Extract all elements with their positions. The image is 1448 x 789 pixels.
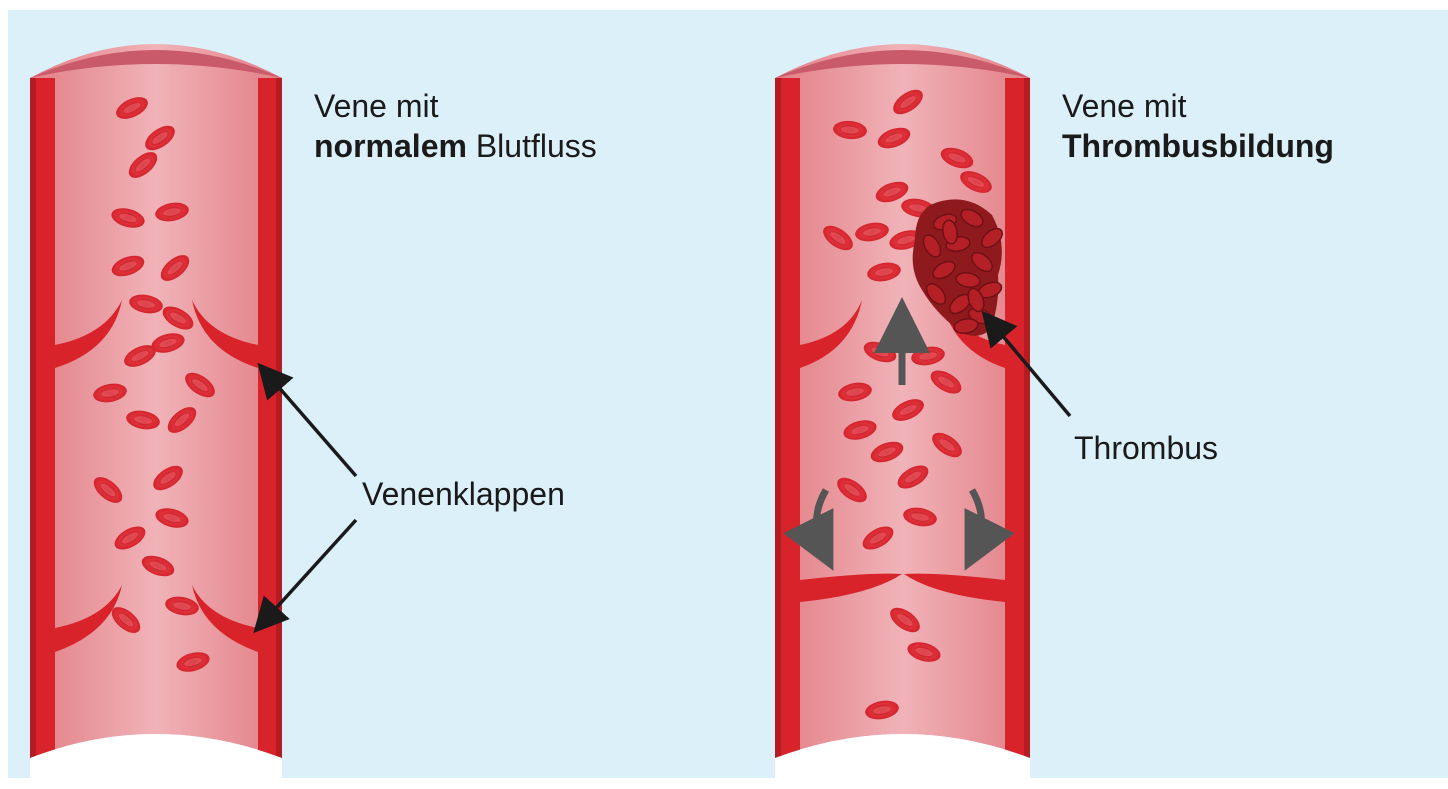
normal-vein-lumen [30, 44, 282, 758]
normal-title-bold: normalem [314, 128, 467, 164]
valves-label: Venenklappen [362, 474, 565, 514]
thrombus-label: Thrombus [1074, 428, 1218, 468]
normal-vein-title: Vene mit normalem Blutfluss [314, 86, 597, 166]
thrombus-title-line1: Vene mit [1062, 86, 1334, 126]
normal-title-rest: Blutfluss [467, 128, 597, 164]
thrombus-title-bold: Thrombusbildung [1062, 128, 1334, 164]
normal-title-line1: Vene mit [314, 86, 597, 126]
thrombus-vein-lumen [775, 44, 1030, 758]
thrombus-vein-title: Vene mit Thrombusbildung [1062, 86, 1334, 166]
